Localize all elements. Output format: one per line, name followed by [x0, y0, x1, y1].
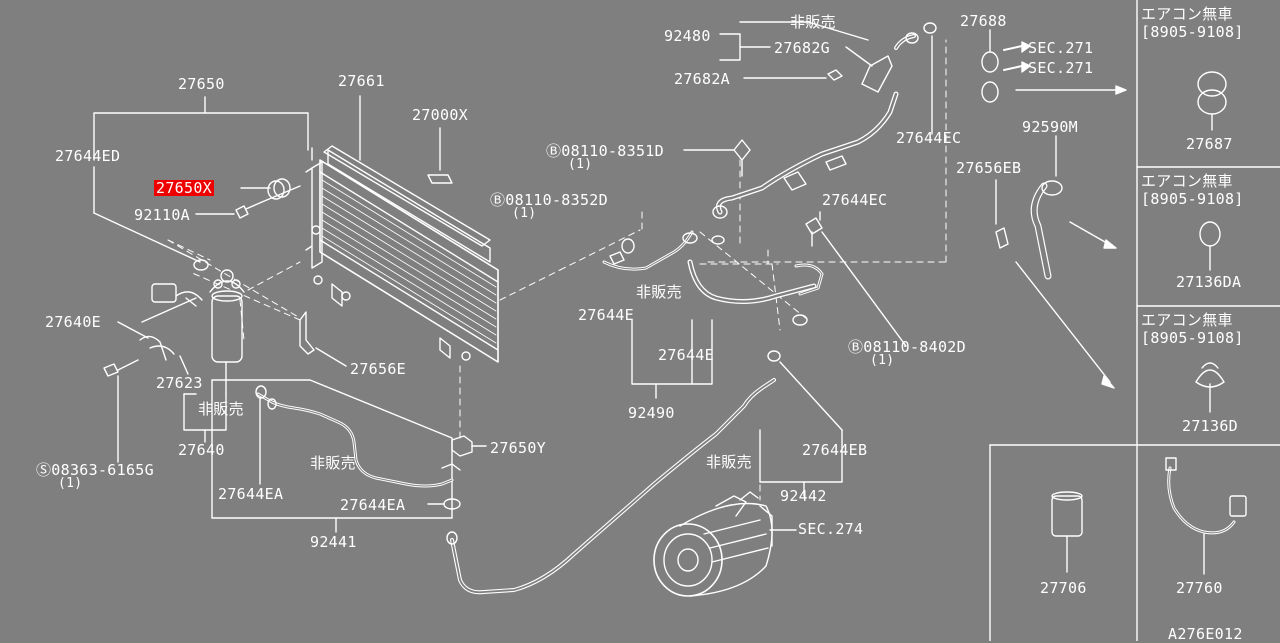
panel1-part-27687[interactable]: 27687 [1186, 135, 1233, 153]
diagram-code: A276E012 [1168, 625, 1243, 643]
callout-27644EB[interactable]: 27644EB [802, 441, 868, 459]
callout-08363-qty: (1) [58, 476, 83, 491]
callout-27656E[interactable]: 27656E [350, 360, 406, 378]
callout-92441[interactable]: 92441 [310, 533, 357, 551]
panel2-range: [8905-9108] [1141, 190, 1244, 208]
mount-27650Y [452, 436, 486, 456]
panel3-title: エアコン無車 [1141, 311, 1233, 329]
callout-92442[interactable]: 92442 [780, 487, 827, 505]
callout-27000X[interactable]: 27000X [412, 106, 468, 124]
callout-27650Y[interactable]: 27650Y [490, 439, 546, 457]
panel3-range: [8905-9108] [1141, 329, 1244, 347]
callout-sec271-b[interactable]: SEC.271 [1028, 59, 1094, 77]
bracket-27656E [300, 312, 346, 366]
side-panel-parts [1052, 72, 1246, 574]
callout-27644EC-b[interactable]: 27644EC [822, 191, 888, 209]
callout-27656EB[interactable]: 27656EB [956, 159, 1022, 177]
callout-27682A[interactable]: 27682A [674, 70, 730, 88]
callout-27644ED[interactable]: 27644ED [55, 147, 121, 165]
callout-08363-6165G[interactable]: Ⓢ08363-6165G [36, 461, 154, 479]
panel1-range: [8905-9108] [1141, 23, 1244, 41]
callout-92480[interactable]: 92480 [664, 27, 711, 45]
pipe-92442 [447, 351, 842, 592]
callout-08110-8352D[interactable]: Ⓑ08110-8352D [490, 191, 608, 209]
panel4-part-27706[interactable]: 27706 [1040, 579, 1087, 597]
panel1-title: エアコン無車 [1141, 5, 1233, 23]
receiver-drier-27640 [184, 260, 244, 442]
callout-27650X-highlighted[interactable]: 27650X [154, 179, 214, 197]
pressure-switch-bracket [104, 284, 202, 462]
callout-27661[interactable]: 27661 [338, 72, 385, 90]
callout-8402D-qty: (1) [870, 353, 895, 368]
condenser-bracket-lines [94, 97, 308, 262]
callout-08110-8402D[interactable]: Ⓑ08110-8402D [848, 338, 966, 356]
callout-sec271-a[interactable]: SEC.271 [1028, 39, 1094, 57]
panel2-part-27136DA[interactable]: 27136DA [1176, 273, 1242, 291]
callout-27644EA-a[interactable]: 27644EA [218, 485, 284, 503]
callout-27640E[interactable]: 27640E [45, 313, 101, 331]
callout-27682G[interactable]: 27682G [774, 39, 830, 57]
callout-27644E-a[interactable]: 27644E [578, 306, 634, 324]
callout-27644EC-a[interactable]: 27644EC [896, 129, 962, 147]
compressor-sec274 [654, 492, 796, 596]
callout-27688[interactable]: 27688 [960, 12, 1007, 30]
callout-92590M[interactable]: 92590M [1022, 118, 1078, 136]
note-not-sold-3: 非販売 [636, 283, 682, 301]
callout-27644EA-b[interactable]: 27644EA [340, 496, 406, 514]
bracket-and-hose-92590M [996, 136, 1116, 388]
dashed-leaders [168, 40, 946, 500]
note-not-sold-4: 非販売 [790, 13, 836, 31]
callout-92110A[interactable]: 92110A [134, 206, 190, 224]
panel4-part-27760[interactable]: 27760 [1176, 579, 1223, 597]
callout-sec274[interactable]: SEC.274 [798, 520, 864, 538]
seal-strip-27000X [312, 128, 490, 246]
bushing-and-bolt [196, 179, 300, 218]
hose-92441 [212, 380, 460, 532]
callout-08110-8351D[interactable]: Ⓑ08110-8351D [546, 142, 664, 160]
note-not-sold-1: 非販売 [198, 400, 244, 418]
panel2-title: エアコン無車 [1141, 172, 1233, 190]
callout-27640[interactable]: 27640 [178, 441, 225, 459]
callout-27623[interactable]: 27623 [156, 374, 203, 392]
callout-8351D-qty: (1) [568, 157, 593, 172]
callout-27650[interactable]: 27650 [178, 75, 225, 93]
hose-92490 [604, 232, 822, 398]
hose-92480 [684, 22, 936, 244]
note-not-sold-5: 非販売 [706, 453, 752, 471]
side-panel-frames [990, 0, 1280, 641]
bolt-08110-8402D [806, 212, 906, 346]
callout-92490[interactable]: 92490 [628, 404, 675, 422]
callout-27644E-b[interactable]: 27644E [658, 346, 714, 364]
fittings-27688 [982, 30, 1126, 102]
condenser-27661 [306, 96, 498, 362]
panel3-part-27136D[interactable]: 27136D [1182, 417, 1238, 435]
callout-8352D-qty: (1) [512, 206, 537, 221]
note-not-sold-2: 非販売 [310, 454, 356, 472]
